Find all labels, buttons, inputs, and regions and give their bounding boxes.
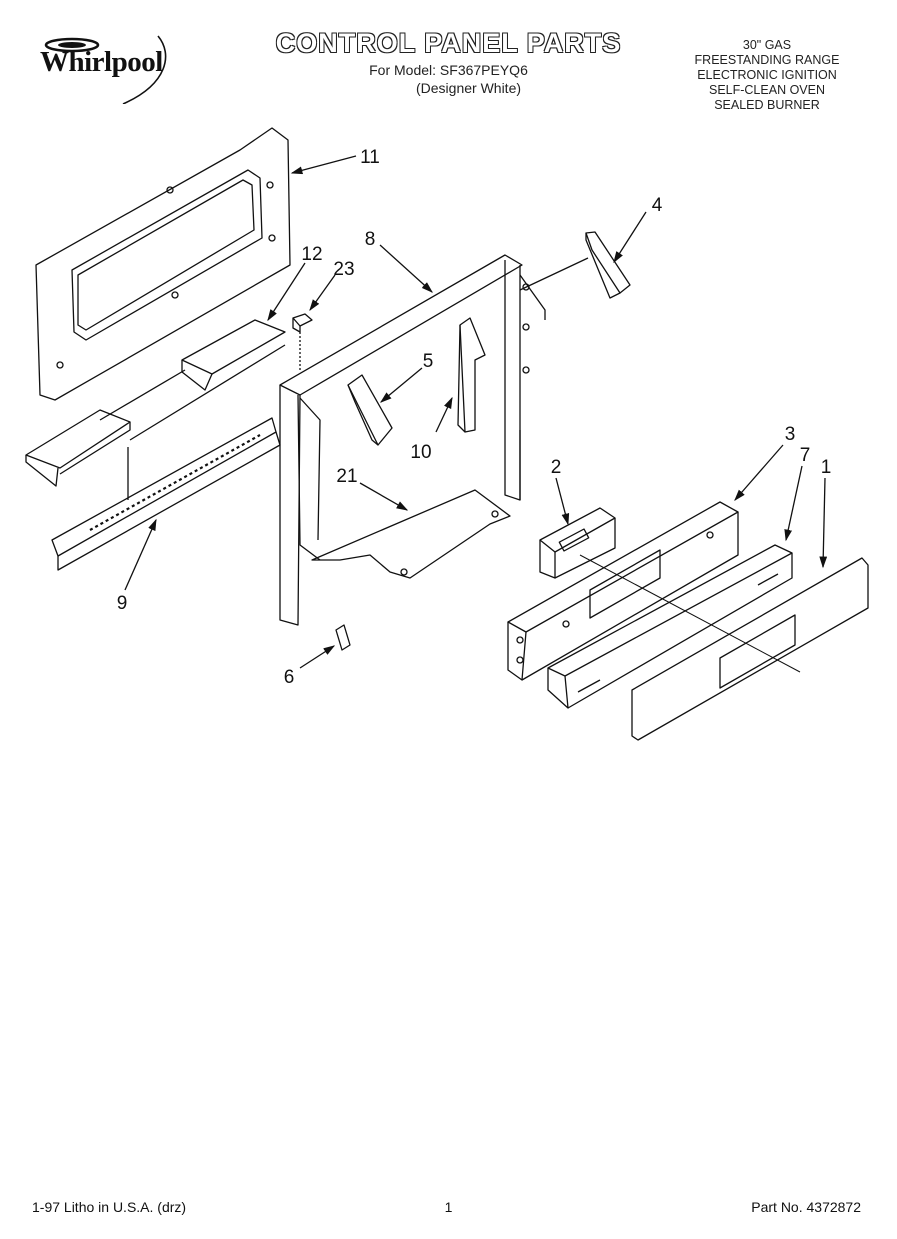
callout-11: 11 bbox=[360, 147, 380, 168]
part-7-mounting-channel bbox=[547, 544, 793, 709]
spec-line: ELECTRONIC IGNITION bbox=[697, 68, 837, 82]
spec-line: SEALED BURNER bbox=[714, 98, 820, 112]
callout-1-arrow bbox=[819, 477, 828, 569]
callout-2-arrow bbox=[555, 477, 570, 526]
callout-11-arrow bbox=[290, 155, 357, 175]
callout-12-arrow bbox=[267, 262, 306, 322]
part-23-clip bbox=[292, 313, 313, 370]
callout-23-arrow bbox=[309, 274, 336, 312]
spec-line: FREESTANDING RANGE bbox=[694, 53, 840, 67]
callout-21-arrow bbox=[359, 482, 409, 511]
callout-23: 23 bbox=[333, 259, 354, 280]
part-9-vented-strip bbox=[51, 417, 281, 571]
callout-21: 21 bbox=[336, 466, 357, 487]
callout-3: 3 bbox=[785, 424, 796, 445]
callout-9-arrow bbox=[124, 518, 157, 591]
callout-6-arrow bbox=[299, 645, 336, 669]
callout-7: 7 bbox=[800, 445, 811, 466]
callout-4-arrow bbox=[613, 211, 647, 264]
part-8-control-frame bbox=[279, 254, 546, 626]
part-11-rear-panel bbox=[35, 127, 291, 401]
logo-swirl-icon bbox=[44, 35, 167, 104]
callout-4: 4 bbox=[652, 195, 663, 216]
callout-7-arrow bbox=[784, 465, 803, 542]
callout-9: 9 bbox=[117, 593, 128, 614]
brand-logo bbox=[38, 34, 188, 104]
callout-8: 8 bbox=[365, 229, 376, 250]
spec-line: 30" GAS bbox=[742, 38, 792, 52]
part-21-bottom-plate bbox=[311, 489, 511, 579]
footer-litho: 1-97 Litho in U.S.A. (drz) bbox=[32, 1199, 187, 1215]
part-number: Part No. 4372872 bbox=[751, 1199, 861, 1215]
callout-3-arrow bbox=[734, 444, 784, 501]
spec-line: SELF-CLEAN OVEN bbox=[708, 83, 825, 97]
callout-2: 2 bbox=[551, 457, 562, 478]
callout-10: 10 bbox=[410, 442, 431, 463]
callout-8-arrow bbox=[379, 244, 433, 293]
part-3-control-housing bbox=[507, 501, 739, 681]
callout-5-arrow bbox=[379, 367, 423, 403]
brand-name: Whirlpool bbox=[40, 46, 163, 78]
product-specs: 30" GAS FREESTANDING RANGE ELECTRONIC IG… bbox=[667, 38, 867, 113]
callout-6: 6 bbox=[284, 667, 295, 688]
part-10-vertical-bracket bbox=[457, 317, 486, 433]
part-12-shield bbox=[25, 319, 286, 487]
callout-1: 1 bbox=[821, 457, 832, 478]
part-4-end-bracket bbox=[519, 231, 631, 299]
callout-12: 12 bbox=[301, 244, 322, 265]
part-6-clip bbox=[335, 624, 351, 651]
callout-10-arrow bbox=[435, 396, 453, 433]
callout-5: 5 bbox=[423, 351, 434, 372]
page-number: 1 bbox=[444, 1199, 453, 1215]
page-title: CONTROL PANEL PARTS bbox=[275, 28, 622, 58]
model-line: For Model: SF367PEYQ6 bbox=[369, 62, 528, 78]
finish-line: (Designer White) bbox=[415, 80, 522, 96]
part-1-front-panel bbox=[631, 557, 869, 741]
part-2-display-board bbox=[539, 507, 616, 579]
part-5-block bbox=[347, 374, 393, 446]
